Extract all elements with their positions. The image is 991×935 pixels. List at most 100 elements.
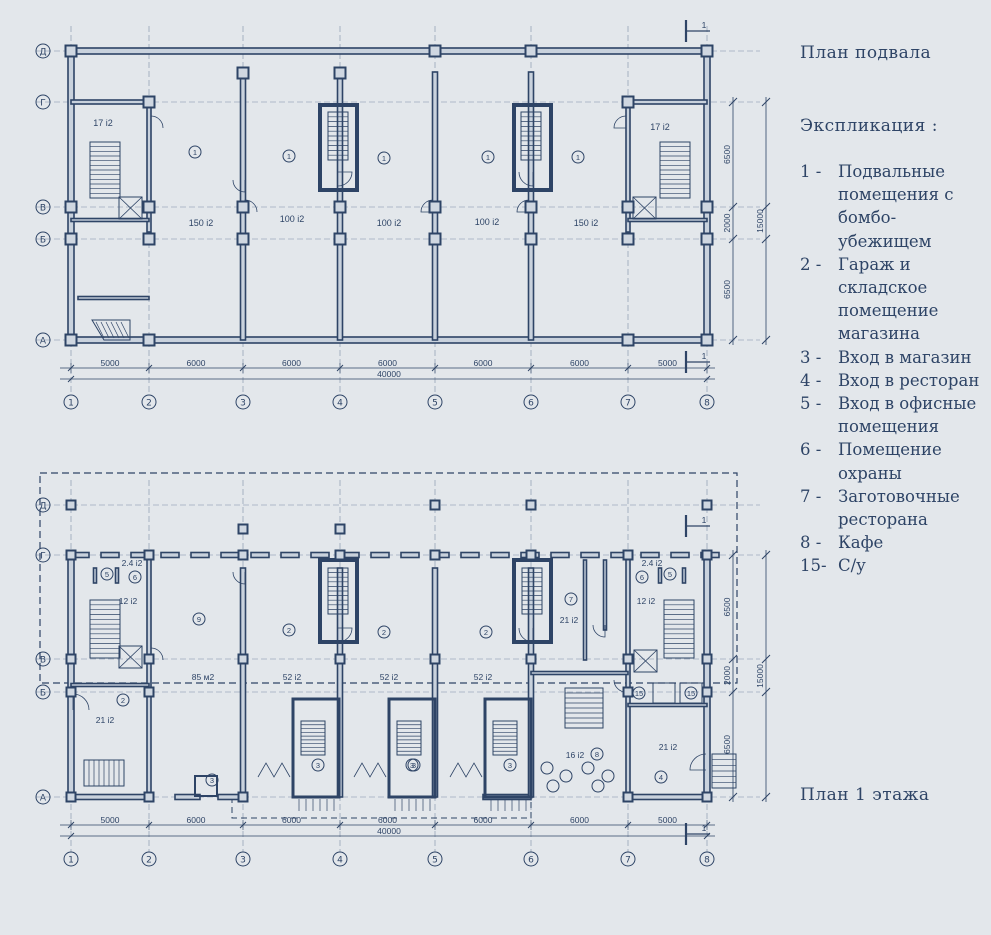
axis-marker-x (235, 394, 251, 410)
room-number: 4 (659, 773, 663, 782)
wall (640, 551, 660, 559)
dimension-text: 6000 (474, 358, 493, 368)
wall (627, 702, 708, 708)
basement-outline (39, 472, 738, 684)
room-number: 3 (412, 761, 416, 770)
axis-marker-x (620, 851, 636, 867)
legend-item-text: Вход в магазин (838, 347, 972, 367)
axis-label: 2 (146, 399, 152, 409)
column (525, 653, 537, 665)
cafe-table (591, 779, 605, 793)
dimension-text: 6000 (378, 358, 397, 368)
wall (77, 295, 150, 301)
line (728, 97, 738, 107)
axis-marker-x (620, 394, 636, 410)
axis-label: 1 (68, 399, 74, 409)
axis-label: 3 (240, 856, 246, 866)
room-number-marker (564, 592, 578, 606)
dimension-text: 2000 (722, 213, 732, 232)
axis-label: В (40, 656, 46, 666)
wall (160, 551, 180, 559)
column (143, 549, 155, 561)
wall (220, 551, 240, 559)
room-area: 52 i2 (283, 672, 302, 682)
axis-marker-x (427, 851, 443, 867)
wall (602, 559, 608, 631)
room-number-marker (405, 758, 419, 772)
axis-marker-y (35, 94, 51, 110)
column (64, 232, 78, 246)
room-number-marker (100, 567, 114, 581)
column (65, 653, 77, 665)
room-area: 150 i2 (189, 218, 214, 228)
line (728, 234, 738, 244)
wall (681, 567, 687, 584)
dimension-text: 5000 (658, 358, 677, 368)
legend-item: 3 -Вход в магазин (800, 346, 990, 369)
folding-door (449, 762, 483, 778)
dimension-text: 6500 (722, 735, 732, 754)
axis-label: 7 (625, 856, 631, 866)
room-area: 100 i2 (280, 214, 305, 224)
line (118, 645, 143, 669)
axis-marker-y (35, 231, 51, 247)
axis-label: 2 (146, 856, 152, 866)
wall (146, 554, 152, 798)
wall (657, 567, 663, 584)
axis-label: Д (39, 48, 46, 58)
room-number: 15 (687, 689, 695, 698)
section-mark-number: 1 (702, 823, 707, 833)
wall (92, 567, 98, 584)
elevator (118, 196, 143, 220)
room-number-marker (654, 770, 668, 784)
room-area: 2.4 i2 (122, 558, 143, 568)
axis-marker-y (35, 332, 51, 348)
stair-flight (396, 720, 422, 756)
column (142, 232, 156, 246)
legend-item-text: Кафе (838, 533, 884, 553)
dimension-total: 40000 (377, 826, 401, 836)
line (761, 792, 771, 802)
room-number: 7 (569, 595, 573, 604)
column (236, 66, 250, 80)
wall (460, 551, 480, 559)
legend-item: 5 -Вход в офисные помещения (800, 392, 990, 438)
room-number-marker (282, 623, 296, 637)
line (120, 321, 130, 339)
dimension-text: 6000 (282, 815, 301, 825)
cafe-table (546, 779, 560, 793)
line (67, 832, 75, 840)
column (621, 200, 635, 214)
wall (70, 217, 150, 223)
column (428, 200, 442, 214)
column (524, 44, 538, 58)
column (142, 333, 156, 347)
legend-item-number: 4 - (800, 370, 822, 390)
column (524, 232, 538, 246)
stair-flight (492, 720, 518, 756)
ramp (91, 319, 131, 341)
column (65, 686, 77, 698)
column (333, 232, 347, 246)
door-swing (244, 199, 258, 213)
axis-marker-x (141, 394, 157, 410)
column (334, 549, 346, 561)
legend-item: 2 -Гараж и складское помещение магазина (800, 253, 990, 346)
axis-label: 3 (240, 399, 246, 409)
room-area: 150 i2 (574, 218, 599, 228)
room-number-marker (590, 747, 604, 761)
room-number: 2 (287, 626, 291, 635)
column (525, 549, 537, 561)
legend-item-text: С/у (838, 556, 866, 576)
legend-item: 15-С/у (800, 554, 990, 577)
room-area: 16 i2 (566, 750, 585, 760)
column (701, 791, 713, 803)
line (118, 196, 143, 220)
dimension-text: 6500 (722, 280, 732, 299)
line (761, 550, 771, 560)
room-number: 3 (410, 761, 414, 770)
axis-label: 8 (704, 399, 710, 409)
canopy-outline (231, 797, 532, 819)
axis-label: 5 (432, 399, 438, 409)
